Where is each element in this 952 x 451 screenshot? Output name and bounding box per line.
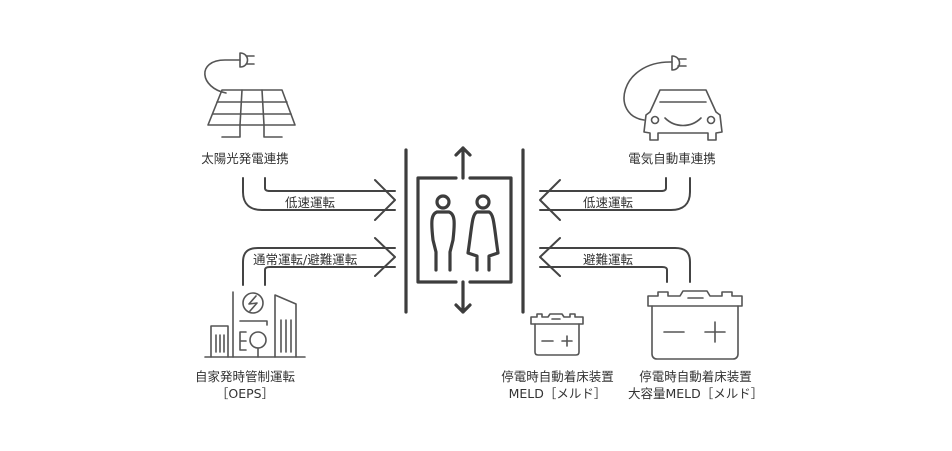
large-battery-icon	[647, 290, 743, 360]
battery-icon	[530, 313, 584, 356]
arrow-solar-label: 低速運転	[285, 195, 336, 210]
meld-label-line2: MELD［メルド］	[508, 386, 607, 401]
oeps-label: 自家発時管制運転 ［OEPS］	[185, 368, 305, 402]
ev-label: 電気自動車連携	[628, 151, 716, 166]
solar-label: 太陽光発電連携	[201, 151, 289, 166]
arrow-ev-label: 低速運転	[583, 195, 634, 210]
electric-car-icon	[623, 55, 723, 141]
meld-large-label-line1: 停電時自動着床装置	[639, 369, 752, 384]
arrow-solar	[242, 177, 396, 221]
meld-large-label-line2: 大容量MELD［メルド］	[628, 386, 764, 401]
arrow-meld-large	[539, 237, 691, 283]
power-plant-icon	[204, 291, 306, 358]
arrow-oeps-label: 通常運転/避難運転	[253, 252, 358, 267]
meld-label: 停電時自動着床装置 MELD［メルド］	[490, 368, 625, 402]
oeps-label-line2: ［OEPS］	[215, 386, 275, 401]
arrow-meld-large-label: 避難運転	[583, 252, 634, 267]
arrow-ev	[539, 177, 691, 221]
solar-panel-icon	[204, 52, 296, 138]
elevator-icon	[404, 146, 525, 314]
meld-large-label: 停電時自動着床装置 大容量MELD［メルド］	[628, 368, 763, 402]
oeps-label-line1: 自家発時管制運転	[194, 369, 295, 384]
meld-label-line1: 停電時自動着床装置	[501, 369, 614, 384]
arrow-oeps	[242, 237, 396, 286]
